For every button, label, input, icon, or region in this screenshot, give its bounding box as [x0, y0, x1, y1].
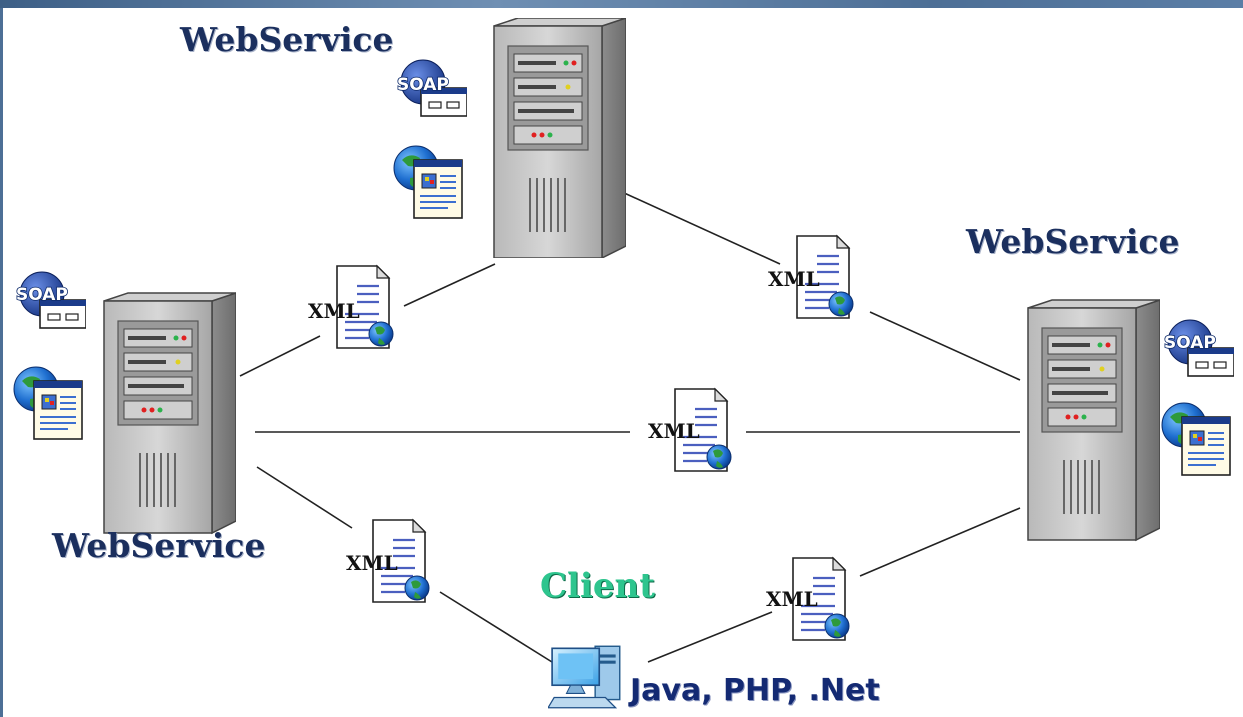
edges: [239, 191, 1021, 663]
soap-icon-left: SOAP: [15, 271, 86, 329]
edge-left-client-b: [439, 591, 553, 663]
xml-doc-icon-left-top: XML: [308, 264, 395, 350]
edge-left-client-a: [256, 466, 353, 529]
top-server-label: WebService: [180, 20, 394, 59]
soap-icon-right: SOAP: [1163, 319, 1234, 377]
client-technologies-label: Java, PHP, .Net: [630, 673, 880, 708]
xml-doc-icon-top-right: XML: [768, 234, 855, 320]
xml-doc-icon-left-right: XML: [648, 387, 733, 473]
edge-top-right-b: [869, 311, 1021, 381]
left-border: [0, 8, 3, 717]
wsdl-icon-left: [12, 365, 84, 441]
top-server-icon: [493, 18, 626, 258]
client-computer-icon: [548, 645, 621, 709]
svg-text:SOAP: SOAP: [1164, 333, 1216, 353]
edge-left-top-a: [239, 335, 321, 377]
right-server-label: WebService: [966, 222, 1180, 261]
edge-top-right-a: [621, 191, 781, 265]
svg-text:XML: XML: [766, 587, 818, 611]
svg-text:XML: XML: [346, 551, 398, 575]
left-server-icon: [102, 291, 236, 535]
svg-text:XML: XML: [308, 299, 360, 323]
right-server-icon: [1026, 298, 1160, 542]
xml-doc-icon-left-client: XML: [346, 518, 431, 604]
xml-doc-icon-client-right: XML: [766, 556, 851, 642]
svg-text:SOAP: SOAP: [16, 285, 68, 305]
edge-left-top-b: [403, 263, 496, 307]
wsdl-icon-top: [393, 145, 463, 219]
top-border: [0, 0, 1243, 8]
edge-client-right-b: [859, 507, 1021, 577]
soap-icon-top: SOAP: [396, 59, 467, 117]
svg-text:XML: XML: [768, 267, 820, 291]
svg-text:SOAP: SOAP: [397, 75, 449, 95]
left-server-label: WebService: [52, 526, 266, 565]
edge-client-right-a: [647, 611, 773, 663]
wsdl-icon-right: [1160, 401, 1232, 477]
client-label: Client: [540, 566, 655, 606]
svg-text:XML: XML: [648, 419, 700, 443]
